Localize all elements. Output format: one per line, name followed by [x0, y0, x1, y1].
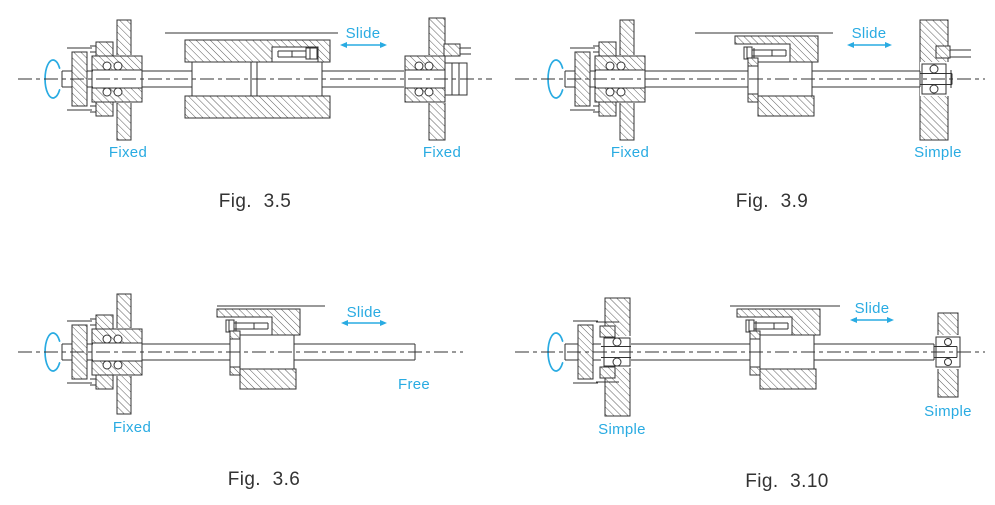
fig-3-10-caption: Fig. 3.10 — [745, 471, 829, 492]
fig-3-9-caption: Fig. 3.9 — [735, 191, 809, 212]
fig-3-6-slide-label: Slide — [346, 304, 382, 321]
fig-3-10-left-support-label: Simple — [598, 421, 646, 438]
fig-3-9-right-support-label: Simple — [914, 144, 962, 161]
fig-3-5-slide-label: Slide — [345, 25, 381, 42]
fig-3-5-left-support-label: Fixed — [108, 144, 148, 161]
fig-3-9-left-support-label: Fixed — [610, 144, 650, 161]
fig-3-6-right-support-label: Free — [397, 376, 431, 393]
fig-3-5-right-support-label: Fixed — [422, 144, 462, 161]
fig-3-10-right-support-label: Simple — [924, 403, 972, 420]
fig-3-5-caption: Fig. 3.5 — [218, 191, 292, 212]
fig-3-6-caption: Fig. 3.6 — [227, 469, 301, 490]
fig-3-6-left-support-label: Fixed — [112, 419, 152, 436]
fig-3-10-slide-label: Slide — [854, 300, 890, 317]
fig-3-9-slide-label: Slide — [851, 25, 887, 42]
